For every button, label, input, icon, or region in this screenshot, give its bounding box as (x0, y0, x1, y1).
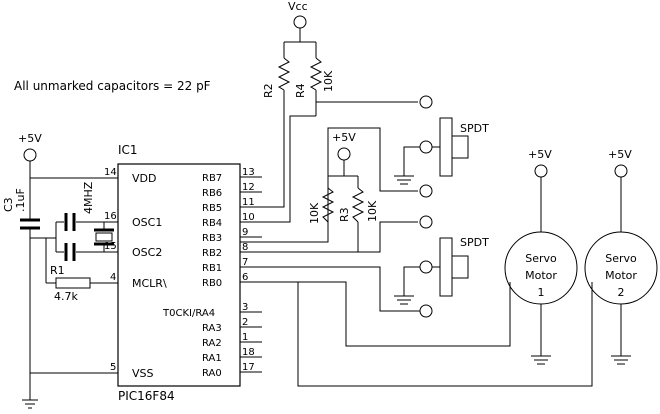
c3-supply-label: +5V (18, 132, 42, 145)
pin-name: RB5 (202, 203, 222, 214)
pin-name: RA3 (202, 323, 222, 334)
switch1-terminal-bottom (419, 184, 433, 198)
spdt-switch-1: SPDT (394, 95, 489, 198)
switch2-terminal-top (419, 215, 433, 229)
servo1-supply-label: +5V (528, 148, 552, 161)
vcc-terminal (293, 15, 307, 29)
spdt-switch-2: SPDT (394, 215, 489, 318)
servo1-line2: Motor (525, 269, 557, 282)
pin-name: RB7 (202, 173, 222, 184)
switch2-label: SPDT (460, 236, 489, 249)
pin-name: MCLR\ (132, 277, 167, 290)
switch1-terminal-top (419, 95, 433, 109)
pin-num: 10 (242, 212, 255, 223)
switch2-actuator (439, 237, 453, 297)
ic-pic16f84: IC1 PIC16F84 14 VDD 16 OSC1 15 OSC2 4 MC… (104, 143, 262, 403)
r4-label: R4 (294, 83, 307, 98)
pin-name: RB0 (202, 278, 222, 289)
switch1-label: SPDT (460, 122, 489, 135)
pin-name: RB1 (202, 263, 222, 274)
pin-name: RA2 (202, 338, 222, 349)
r3-left-value: 10K (308, 202, 321, 224)
r2-label: R2 (262, 83, 275, 98)
pin-name: RB2 (202, 248, 222, 259)
r4-value: 10K (322, 70, 335, 92)
switch2-terminal-bottom (419, 304, 433, 318)
resistor-r2 (277, 57, 291, 91)
pin-num: 5 (110, 362, 116, 373)
pin-num: 17 (242, 362, 255, 373)
switch2-terminal-common (419, 260, 433, 274)
pin-num: 16 (104, 211, 117, 222)
pin-num: 6 (242, 272, 248, 283)
crystal-value: 4MHZ (82, 181, 95, 214)
servo2-supply-terminal (614, 164, 628, 178)
servo1-line3: 1 (538, 286, 545, 299)
pin-num: 4 (110, 272, 116, 283)
c3-value: .1uF (14, 188, 27, 212)
resistor-r4 (309, 57, 323, 91)
resistor-r1 (55, 277, 91, 289)
pin-num: 15 (104, 241, 117, 252)
vcc-supply: Vcc (283, 0, 317, 58)
pin-num: 14 (104, 167, 117, 178)
pin-name: RA1 (202, 353, 222, 364)
pin-name: OSC2 (132, 246, 162, 259)
pin-name: RA0 (202, 368, 222, 379)
pin-num: 8 (242, 242, 248, 253)
pin-name: VSS (132, 367, 154, 380)
servo1-supply-terminal (534, 164, 548, 178)
servo-motor-2: +5V Servo Motor 2 (584, 148, 658, 365)
r3-right-value: 10K (366, 200, 379, 222)
switch1-actuator (439, 117, 453, 177)
r3-supply-terminal (337, 147, 351, 161)
resistor-r3-right (351, 187, 365, 223)
servo2-line1: Servo (605, 252, 637, 265)
pin-name: T0CKI/RA4 (162, 308, 215, 319)
c3-supply-terminal (23, 148, 37, 162)
pin-num: 9 (242, 227, 248, 238)
ic-part: PIC16F84 (118, 389, 175, 403)
r1-label: R1 (50, 264, 65, 277)
vcc-label: Vcc (288, 0, 308, 13)
servo-motor-1: +5V Servo Motor 1 (504, 148, 578, 365)
servo1-line1: Servo (525, 252, 557, 265)
pin-num: 2 (242, 317, 248, 328)
r3-supply-label: +5V (332, 131, 356, 144)
switch1-terminal-common (419, 140, 433, 154)
pin-name: VDD (132, 172, 156, 185)
servo2-line3: 2 (618, 286, 625, 299)
crystal (95, 232, 113, 242)
pin-num: 1 (242, 332, 248, 343)
capacitor-note: All unmarked capacitors = 22 pF (14, 79, 211, 93)
pin-name: RB3 (202, 233, 222, 244)
pin-name: RB6 (202, 188, 222, 199)
c3-label: C3 (2, 197, 15, 212)
pin-num: 13 (242, 167, 255, 178)
ic-body (117, 163, 241, 387)
ic-designator: IC1 (118, 143, 138, 157)
pin-name: RB4 (202, 218, 222, 229)
pin-num: 7 (242, 257, 248, 268)
r1-value: 4.7k (54, 290, 78, 303)
servo2-line2: Motor (605, 269, 637, 282)
pin-name: OSC1 (132, 216, 162, 229)
pin-num: 12 (242, 182, 255, 193)
servo2-supply-label: +5V (608, 148, 632, 161)
pin-num: 11 (242, 197, 255, 208)
pin-num: 3 (242, 302, 248, 313)
r3-label: R3 (338, 207, 351, 222)
pin-num: 18 (242, 347, 255, 358)
